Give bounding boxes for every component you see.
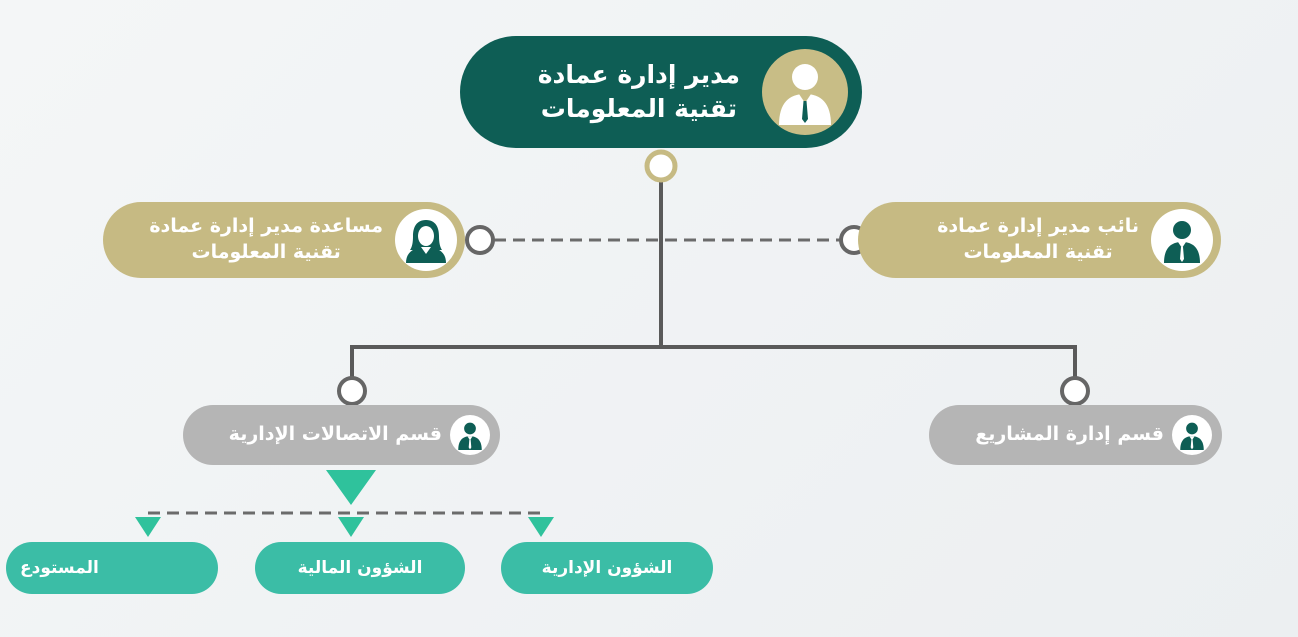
deputy-node: نائب مدير إدارة عمادة تقنية المعلومات	[858, 202, 1221, 278]
finance-unit-label: الشؤون المالية	[297, 557, 423, 578]
finance-unit-node: الشؤون المالية	[255, 542, 465, 594]
administrative-unit-label: الشؤون الإدارية	[541, 557, 673, 578]
arrow-finance	[338, 517, 364, 537]
arrow-administrative	[528, 517, 554, 537]
businessman-icon	[450, 415, 490, 455]
communications-dept-label: قسم الاتصالات الإدارية	[228, 423, 442, 446]
director-label: مدير إدارة عمادة تقنية المعلومات	[537, 60, 740, 123]
administrative-unit-node: الشؤون الإدارية	[501, 542, 713, 594]
businesswoman-icon	[395, 209, 457, 271]
warehouse-unit-node: المستودع	[6, 542, 218, 594]
arrow-warehouse	[135, 517, 161, 537]
connector-circle-communications	[337, 376, 367, 406]
projects-dept-node: قسم إدارة المشاريع	[929, 405, 1222, 465]
arrow-main	[326, 470, 376, 505]
warehouse-unit-label: المستودع	[20, 557, 99, 578]
communications-dept-node: قسم الاتصالات الإدارية	[183, 405, 500, 465]
connector-circle-director	[644, 149, 678, 183]
director-node: مدير إدارة عمادة تقنية المعلومات	[460, 36, 862, 148]
assistant-label: مساعدة مدير إدارة عمادة تقنية المعلومات	[149, 215, 383, 263]
assistant-node: مساعدة مدير إدارة عمادة تقنية المعلومات	[103, 202, 465, 278]
connector-circle-assistant	[465, 225, 495, 255]
businessman-icon	[1172, 415, 1212, 455]
deputy-label: نائب مدير إدارة عمادة تقنية المعلومات	[937, 215, 1139, 263]
businessman-icon	[1151, 209, 1213, 271]
connector-circle-projects	[1060, 376, 1090, 406]
projects-dept-label: قسم إدارة المشاريع	[975, 423, 1164, 446]
businessman-icon	[762, 49, 848, 135]
